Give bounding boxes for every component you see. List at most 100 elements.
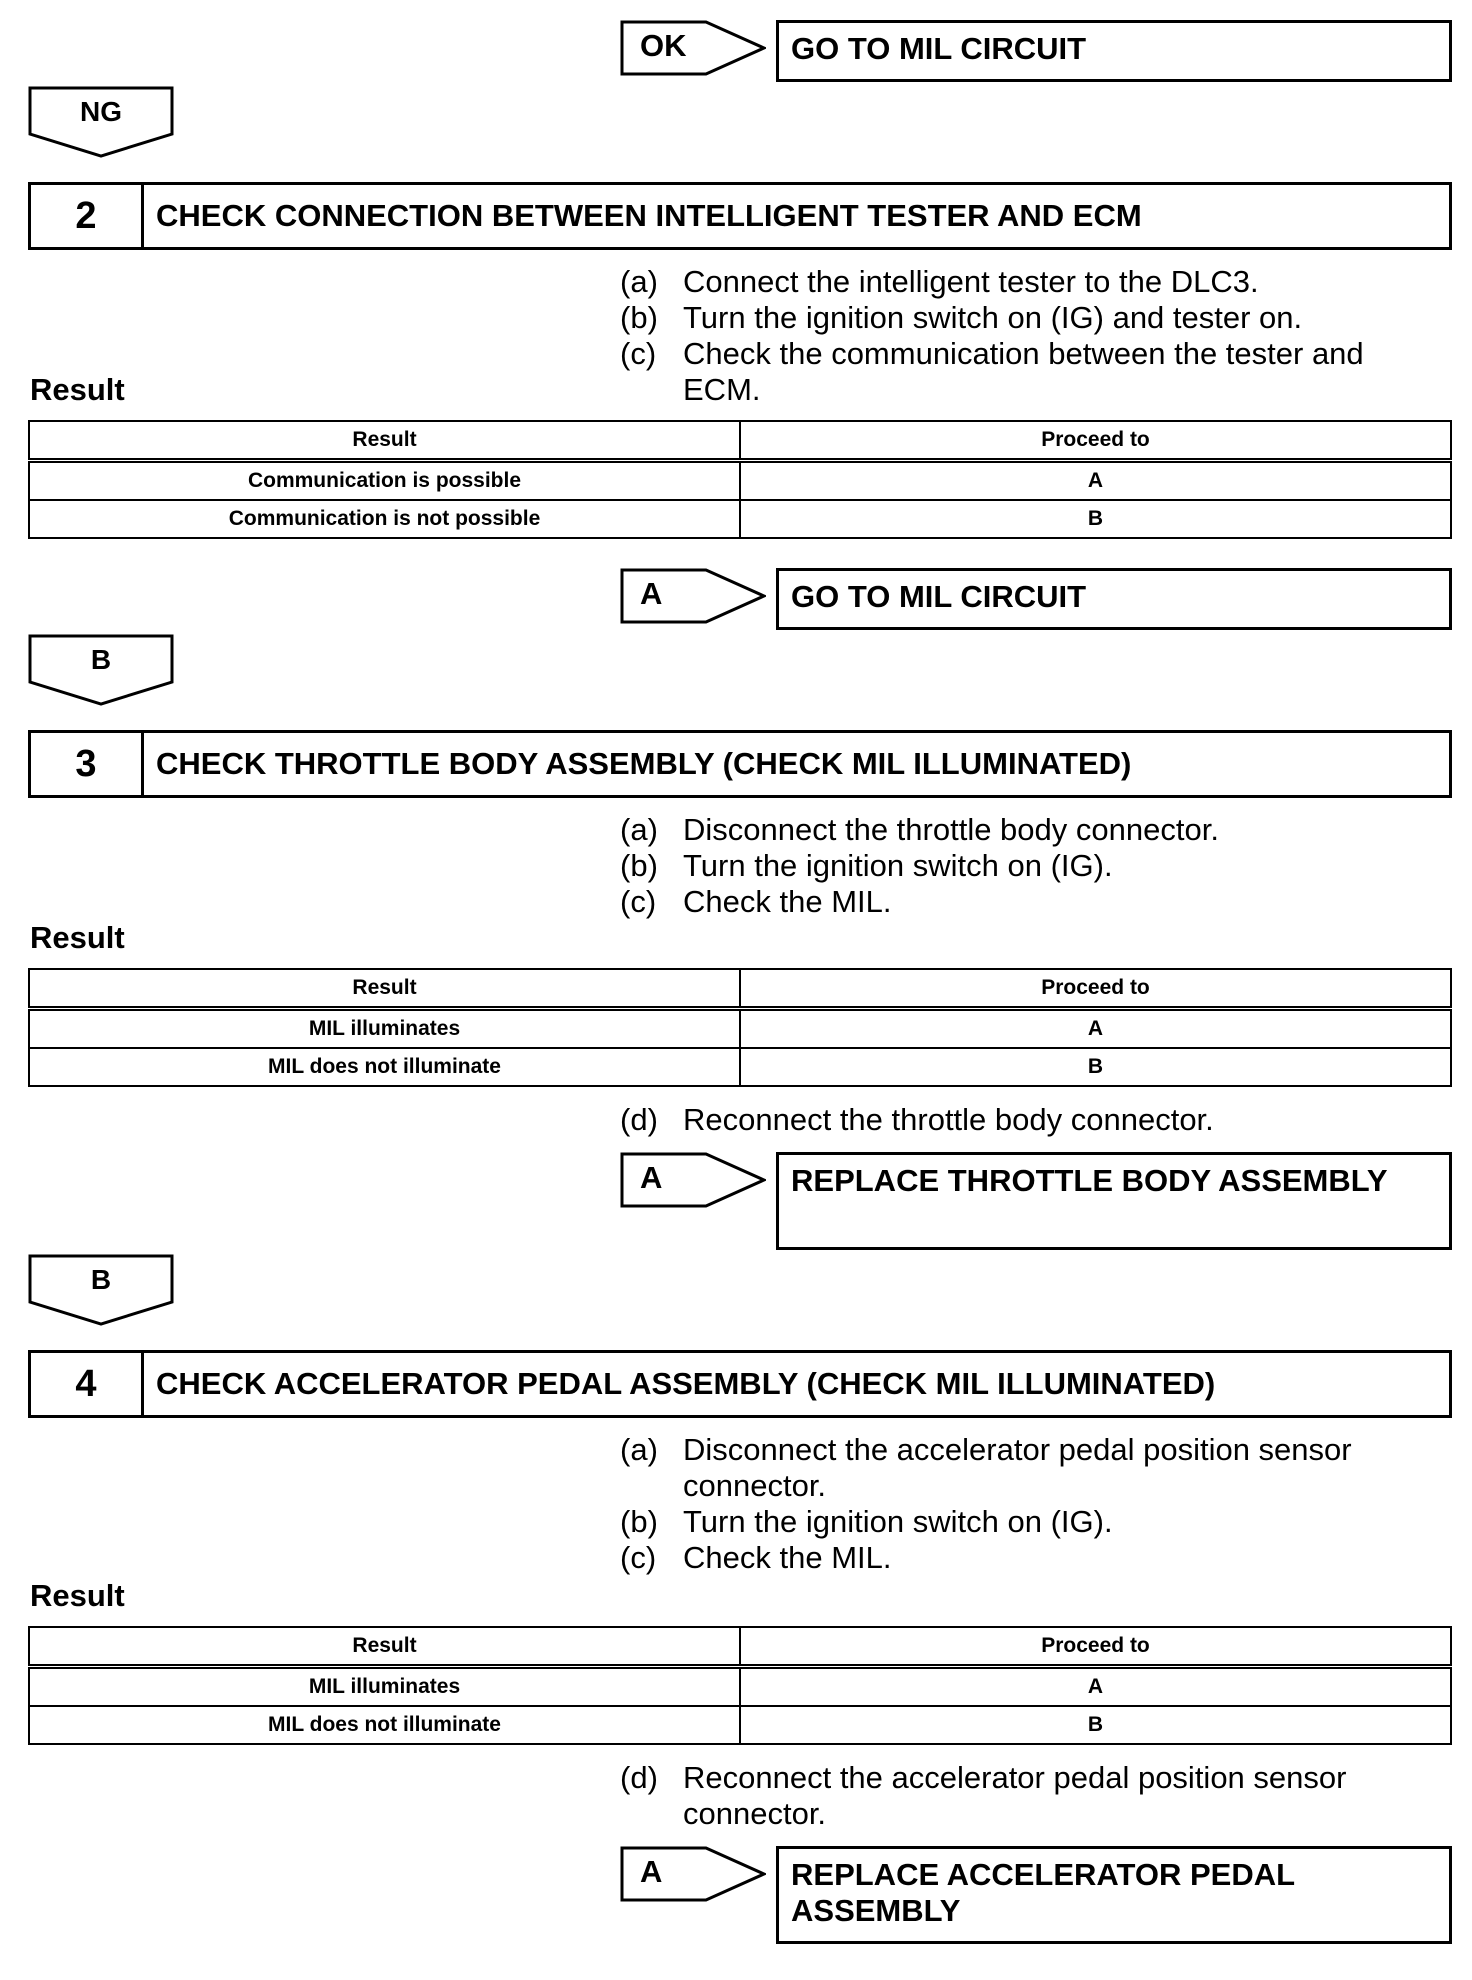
instruction-item: (b) Turn the ignition switch on (IG). — [620, 1504, 1443, 1540]
b-flow-arrow: B — [28, 634, 174, 706]
step-title: CHECK CONNECTION BETWEEN INTELLIGENT TES… — [156, 198, 1142, 233]
instruction-item: (b) Turn the ignition switch on (IG). — [620, 848, 1443, 884]
destination-label: GO TO MIL CIRCUIT — [791, 31, 1087, 66]
result-heading: Result — [30, 920, 125, 955]
table-header-cell: Proceed to — [739, 1626, 1452, 1669]
instruction-key: (b) — [620, 300, 658, 335]
destination-label: REPLACE THROTTLE BODY ASSEMBLY — [791, 1163, 1388, 1198]
instruction-key: (c) — [620, 336, 657, 371]
instruction-item: (c) Check the MIL. — [620, 1540, 1443, 1576]
step-4-after-instruction: (d) Reconnect the accelerator pedal posit… — [620, 1760, 1443, 1832]
instruction-text: Check the MIL. — [683, 884, 892, 919]
table-header-row: Result Proceed to — [28, 1626, 1452, 1669]
table-cell: A — [739, 459, 1452, 501]
instruction-text: Check the communication between the test… — [683, 336, 1364, 407]
branch-label: A — [640, 1160, 663, 1195]
step-3-after-instruction: (d) Reconnect the throttle body connector… — [620, 1102, 1443, 1138]
arrow-right-icon — [620, 1152, 766, 1208]
instruction-text: Turn the ignition switch on (IG). — [683, 1504, 1113, 1539]
destination-label: GO TO MIL CIRCUIT — [791, 579, 1087, 614]
a-branch-tag: A — [620, 568, 766, 624]
arrow-down-icon — [28, 86, 174, 158]
instruction-key: (d) — [620, 1760, 658, 1795]
table-cell: Communication is not possible — [28, 499, 741, 539]
instruction-item: (a)Disconnect the accelerator pedal posi… — [620, 1432, 1443, 1504]
step-number: 4 — [31, 1353, 144, 1415]
step-2-instructions: (a) Connect the intelligent tester to the… — [620, 264, 1443, 408]
step-3-result-table: Result Proceed to MIL illuminates A MIL … — [28, 968, 1452, 1087]
table-header-row: Result Proceed to — [28, 420, 1452, 463]
flow-label: NG — [80, 96, 122, 127]
ng-flow-arrow: NG — [28, 86, 174, 158]
instruction-text: Check the MIL. — [683, 1540, 892, 1575]
step-title: CHECK ACCELERATOR PEDAL ASSEMBLY (CHECK … — [156, 1366, 1216, 1401]
table-cell: B — [739, 1047, 1452, 1087]
table-cell: MIL does not illuminate — [28, 1047, 741, 1087]
table-header-cell: Proceed to — [739, 968, 1452, 1011]
step-4-result-table: Result Proceed to MIL illuminates A MIL … — [28, 1626, 1452, 1745]
table-cell: MIL illuminates — [28, 1665, 741, 1707]
instruction-key: (b) — [620, 1504, 658, 1539]
instruction-key: (a) — [620, 812, 658, 847]
result-heading: Result — [30, 1578, 125, 1613]
flow-label: B — [90, 1264, 112, 1295]
instruction-item: (d) Reconnect the throttle body connector… — [620, 1102, 1443, 1138]
instruction-text: Disconnect the throttle body connector. — [683, 812, 1219, 847]
instruction-item: (a) Disconnect the throttle body connecto… — [620, 812, 1443, 848]
instruction-item: (a) Connect the intelligent tester to the… — [620, 264, 1443, 300]
ok-branch-tag: OK — [620, 20, 766, 76]
table-cell: A — [739, 1665, 1452, 1707]
a-destination-box: REPLACE ACCELERATOR PEDAL ASSEMBLY — [776, 1846, 1452, 1944]
arrow-down-icon — [28, 1254, 174, 1326]
table-cell: B — [739, 1705, 1452, 1745]
table-row: Communication is not possible B — [28, 499, 1452, 539]
table-row: MIL does not illuminate B — [28, 1047, 1452, 1087]
step-2-result-table: Result Proceed to Communication is possi… — [28, 420, 1452, 539]
step-2-header: 2 CHECK CONNECTION BETWEEN INTELLIGENT T… — [28, 182, 1452, 250]
instruction-item: (c) Check the MIL. — [620, 884, 1443, 920]
instruction-text: Turn the ignition switch on (IG). — [683, 848, 1113, 883]
table-row: MIL illuminates A — [28, 1007, 1452, 1049]
table-header-cell: Result — [28, 1626, 741, 1669]
step-4-header: 4 CHECK ACCELERATOR PEDAL ASSEMBLY (CHEC… — [28, 1350, 1452, 1418]
step-3-instructions: (a) Disconnect the throttle body connecto… — [620, 812, 1443, 920]
a-destination-box: GO TO MIL CIRCUIT — [776, 568, 1452, 630]
instruction-text: Connect the intelligent tester to the DL… — [683, 264, 1259, 299]
b-flow-arrow: B — [28, 1254, 174, 1326]
a-branch-tag: A — [620, 1152, 766, 1208]
branch-label: OK — [640, 28, 687, 63]
instruction-text: Reconnect the accelerator pedal position… — [683, 1760, 1347, 1831]
instruction-item: (b)Turn the ignition switch on (IG) and … — [620, 300, 1443, 336]
instruction-key: (d) — [620, 1102, 658, 1137]
instruction-key: (b) — [620, 848, 658, 883]
table-row: MIL illuminates A — [28, 1665, 1452, 1707]
table-header-cell: Result — [28, 420, 741, 463]
ok-destination-box: GO TO MIL CIRCUIT — [776, 20, 1452, 82]
instruction-key: (c) — [620, 1540, 657, 1575]
table-row: MIL does not illuminate B — [28, 1705, 1452, 1745]
step-title: CHECK THROTTLE BODY ASSEMBLY (CHECK MIL … — [156, 746, 1132, 781]
destination-label: REPLACE ACCELERATOR PEDAL ASSEMBLY — [791, 1857, 1295, 1928]
table-cell: Communication is possible — [28, 459, 741, 501]
a-destination-box: REPLACE THROTTLE BODY ASSEMBLY — [776, 1152, 1452, 1250]
arrow-right-icon — [620, 568, 766, 624]
arrow-down-icon — [28, 634, 174, 706]
table-cell: A — [739, 1007, 1452, 1049]
step-4-instructions: (a)Disconnect the accelerator pedal posi… — [620, 1432, 1443, 1576]
result-heading: Result — [30, 372, 125, 407]
instruction-item: (c) Check the communication between the t… — [620, 336, 1443, 408]
step-3-header: 3 CHECK THROTTLE BODY ASSEMBLY (CHECK MI… — [28, 730, 1452, 798]
table-header-cell: Proceed to — [739, 420, 1452, 463]
table-header-row: Result Proceed to — [28, 968, 1452, 1011]
instruction-key: (a) — [620, 264, 658, 299]
branch-label: A — [640, 1854, 663, 1889]
a-branch-tag: A — [620, 1846, 766, 1902]
instruction-text: Reconnect the throttle body connector. — [683, 1102, 1214, 1137]
table-cell: B — [739, 499, 1452, 539]
instruction-item: (d) Reconnect the accelerator pedal posit… — [620, 1760, 1443, 1832]
instruction-key: (a) — [620, 1432, 658, 1467]
flow-label: B — [90, 644, 112, 675]
instruction-key: (c) — [620, 884, 657, 919]
step-number: 2 — [31, 185, 144, 247]
branch-label: A — [640, 576, 663, 611]
